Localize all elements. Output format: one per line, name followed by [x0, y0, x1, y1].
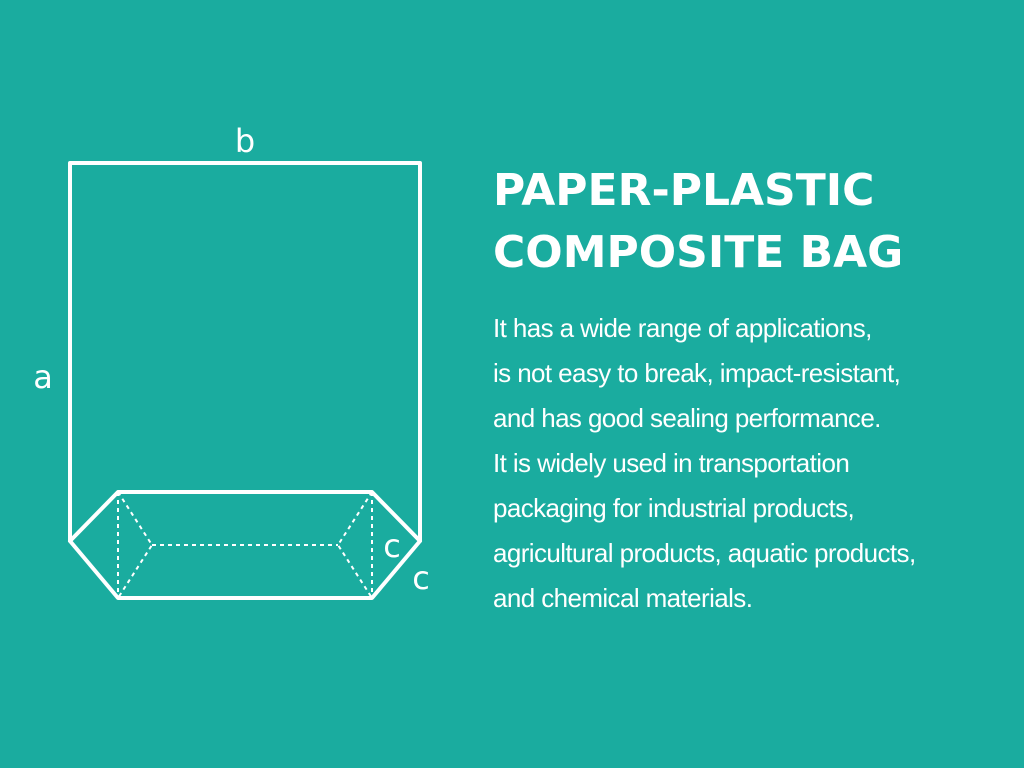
title-line-1: PAPER-PLASTIC	[493, 165, 875, 216]
description-line: It is widely used in transportation	[493, 448, 850, 478]
title-line-2: COMPOSITE BAG	[493, 227, 904, 278]
description-line: agricultural products, aquatic products,	[493, 538, 916, 568]
description-line: It has a wide range of applications,	[493, 313, 872, 343]
description-line: is not easy to break, impact-resistant,	[493, 358, 901, 388]
page-title: PAPER-PLASTIC COMPOSITE BAG	[493, 160, 1013, 284]
description-line: and has good sealing performance.	[493, 403, 881, 433]
label-width-b: b	[235, 122, 255, 160]
bag-outline	[68, 161, 422, 600]
description-line: packaging for industrial products,	[493, 493, 855, 523]
description: It has a wide range of applications, is …	[493, 306, 1013, 621]
fold-line-left-diagonal	[117, 491, 154, 599]
label-gusset-inner-c: c	[383, 527, 401, 565]
label-gusset-outer-c: c	[412, 559, 430, 597]
bag-diagram: b a c c	[33, 122, 430, 600]
gusset-top-edge	[68, 490, 422, 543]
info-panel: PAPER-PLASTIC COMPOSITE BAG It has a wid…	[493, 160, 1013, 621]
fold-line-right-diagonal	[336, 491, 373, 599]
description-line: and chemical materials.	[493, 583, 753, 613]
label-height-a: a	[33, 358, 53, 396]
